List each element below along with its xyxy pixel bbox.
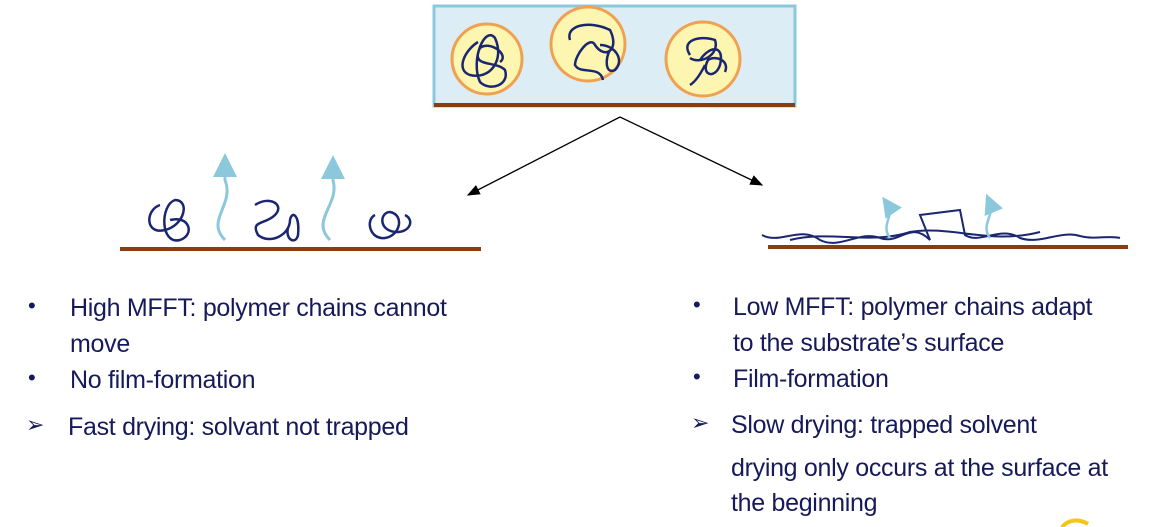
arrow-left (466, 116, 621, 196)
trapped-solvent-arrow (882, 196, 902, 239)
substrate-right (768, 245, 1128, 249)
polymer-chains (461, 23, 728, 88)
left-item: High MFFT: polymer chains cannot (70, 294, 447, 322)
bullet-marker: • (693, 292, 701, 317)
left-item: move (70, 330, 130, 358)
logo-fragment (1060, 518, 1090, 527)
bullet-marker: • (28, 365, 36, 390)
bullet-marker: • (693, 364, 701, 389)
trapped-solvent-arrow (984, 193, 1004, 239)
right-item: Low MFFT: polymer chains adapt (733, 293, 1093, 321)
right-item: Film-formation (733, 365, 889, 393)
arrow-right (619, 116, 764, 186)
right-item: to the substrate’s surface (733, 329, 1005, 357)
substrate-left (120, 247, 481, 251)
substrate-line (434, 103, 795, 107)
right-item: the beginning (731, 489, 878, 517)
left-item: Fast drying: solvant not trapped (68, 413, 409, 441)
coiled-chains (148, 198, 412, 242)
right-item: Slow drying: trapped solvent (731, 411, 1037, 439)
bullet-marker: • (28, 293, 36, 318)
left-item: No film-formation (70, 366, 256, 394)
arrow-marker: ➢ (691, 410, 710, 435)
flattened-chains (761, 208, 1121, 244)
right-item: drying only occurs at the surface at (731, 454, 1108, 482)
solvent-evaporation-arrows (213, 153, 345, 242)
arrow-marker: ➢ (26, 412, 45, 437)
